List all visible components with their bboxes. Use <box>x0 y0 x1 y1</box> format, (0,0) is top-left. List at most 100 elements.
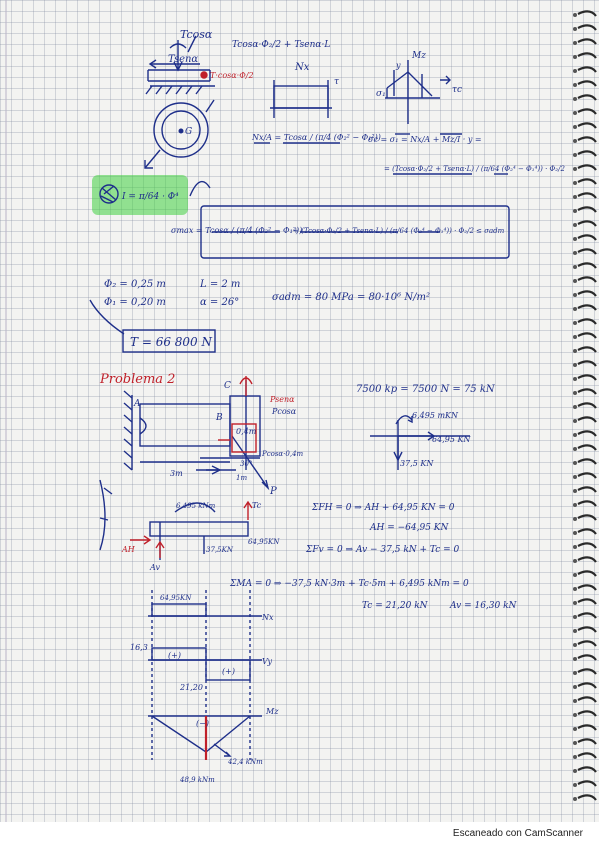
spiral-hole <box>573 447 577 451</box>
spiral-ring <box>577 738 597 745</box>
boxed-formula-frame <box>200 205 510 259</box>
label-inertia: I = π/64 · Φ⁴ <box>121 192 179 202</box>
spiral-ring <box>577 332 597 339</box>
spiral-ring <box>577 262 597 269</box>
vy-label-left: (+) <box>168 651 181 660</box>
spiral-hole <box>573 475 577 479</box>
label-t-cos: Tcosα <box>180 28 213 41</box>
beam-sketch <box>149 521 249 537</box>
spiral-ring <box>577 304 597 311</box>
force-moment: 6,495 mKN <box>412 411 459 420</box>
spiral-ring <box>577 598 597 605</box>
vy-bottom: 21,20 <box>179 683 203 692</box>
spiral-ring <box>577 794 597 801</box>
spiral-hole <box>573 377 577 381</box>
vy-top: 16,3 <box>130 643 148 652</box>
spiral-hole <box>573 55 577 59</box>
spiral-ring <box>577 388 597 395</box>
label-top-eq: Tcosα·Φ₂/2 + Tsenα·L <box>232 40 330 50</box>
spiral-ring <box>577 66 597 73</box>
nx-value: 64,95KN <box>160 594 192 602</box>
spiral-ring <box>577 612 597 619</box>
spiral-ring <box>577 374 597 381</box>
force-h: 64,95 KN <box>432 435 471 444</box>
spiral-ring <box>577 584 597 591</box>
spiral-ring <box>577 458 597 465</box>
spiral-ring <box>577 668 597 675</box>
label-angle: 30° <box>240 460 252 468</box>
label-b: B <box>215 413 223 423</box>
label-psen: Psenα <box>269 395 295 404</box>
stress-eq-2: σc = σ₁ = Nx/A + Mz/I · y = <box>368 135 482 144</box>
spiral-hole <box>573 629 577 633</box>
spiral-hole <box>573 265 577 269</box>
spiral-hole <box>573 251 577 255</box>
answer-box <box>122 329 216 353</box>
beam-load: 37,5KN <box>206 546 234 554</box>
spiral-hole <box>573 69 577 73</box>
spiral-hole <box>573 699 577 703</box>
scanner-footer: Escaneado con CamScanner <box>0 822 599 848</box>
spiral-ring <box>577 752 597 759</box>
label-red-note: T·cosα·Φ/2 <box>210 71 254 80</box>
data-alpha: α = 26° <box>200 297 239 308</box>
spiral-ring <box>577 626 597 633</box>
spiral-ring <box>577 346 597 353</box>
spiral-hole <box>573 559 577 563</box>
eq-fv: ΣFv = 0 ⇒ Av − 37,5 kN + Tc = 0 <box>305 545 460 555</box>
spiral-hole <box>573 489 577 493</box>
spiral-ring <box>577 290 597 297</box>
label-p: P <box>269 486 277 497</box>
label-pcos: Pcosα <box>271 407 297 416</box>
problem-2-heading: Problema 2 <box>99 372 175 387</box>
eq-fh-1: ΣFH = 0 ⇒ AH + 64,95 KN = 0 <box>311 503 455 513</box>
spiral-ring <box>577 108 597 115</box>
label-3m: 3m <box>170 469 183 478</box>
spiral-hole <box>573 83 577 87</box>
spiral-ring <box>577 402 597 409</box>
spiral-hole <box>573 153 577 157</box>
spiral-ring <box>577 360 597 367</box>
spiral-hole <box>573 615 577 619</box>
spiral-ring <box>577 710 597 717</box>
spiral-ring <box>577 136 597 143</box>
spiral-hole <box>573 279 577 283</box>
spiral-ring <box>577 178 597 185</box>
spiral-ring <box>577 318 597 325</box>
spiral-hole <box>573 643 577 647</box>
spiral-ring <box>577 192 597 199</box>
stress-eq-1: Nx/A = Tcosα / (π/4 (Φ₂² − Φ₁²)) <box>251 133 381 142</box>
spiral-hole <box>573 97 577 101</box>
force-v: 37,5 KN <box>400 459 434 468</box>
spiral-hole <box>573 517 577 521</box>
mz-value-1: 48,9 kNm <box>179 776 215 784</box>
label-t-sin: Tsenα <box>168 54 198 65</box>
label-y: y <box>395 61 401 70</box>
spiral-hole <box>573 713 577 717</box>
red-point <box>200 71 208 79</box>
spiral-hole <box>573 167 577 171</box>
graph-paper-sheet <box>0 0 599 822</box>
spiral-hole <box>573 657 577 661</box>
beam-ah: AH <box>121 545 136 554</box>
spiral-binding <box>573 10 597 801</box>
spiral-hole <box>573 671 577 675</box>
spiral-ring <box>577 416 597 423</box>
spiral-hole <box>573 573 577 577</box>
eq-m-2: Tc = 21,20 kN <box>362 601 429 611</box>
handwritten-notes: Tcosα Tcosα·Φ₂/2 + Tsenα·L Tsenα T·cosα·… <box>5 0 597 822</box>
weight-eq: 7500 kp = 7500 N = 75 kN <box>356 384 496 395</box>
spiral-hole <box>573 293 577 297</box>
spiral-ring <box>577 80 597 87</box>
label-mz: Mz <box>411 51 426 61</box>
section-outer-circle <box>153 102 209 158</box>
spiral-ring <box>577 52 597 59</box>
data-phi2: Φ₂ = 0,25 m <box>104 279 166 290</box>
answer-t: T = 66 800 N <box>130 335 212 349</box>
spiral-hole <box>573 307 577 311</box>
spiral-hole <box>573 27 577 31</box>
spiral-ring <box>577 10 597 17</box>
scanner-label: Escaneado con CamScanner <box>452 828 583 839</box>
spiral-hole <box>573 405 577 409</box>
beam-load-h: 64,95KN <box>248 538 280 546</box>
